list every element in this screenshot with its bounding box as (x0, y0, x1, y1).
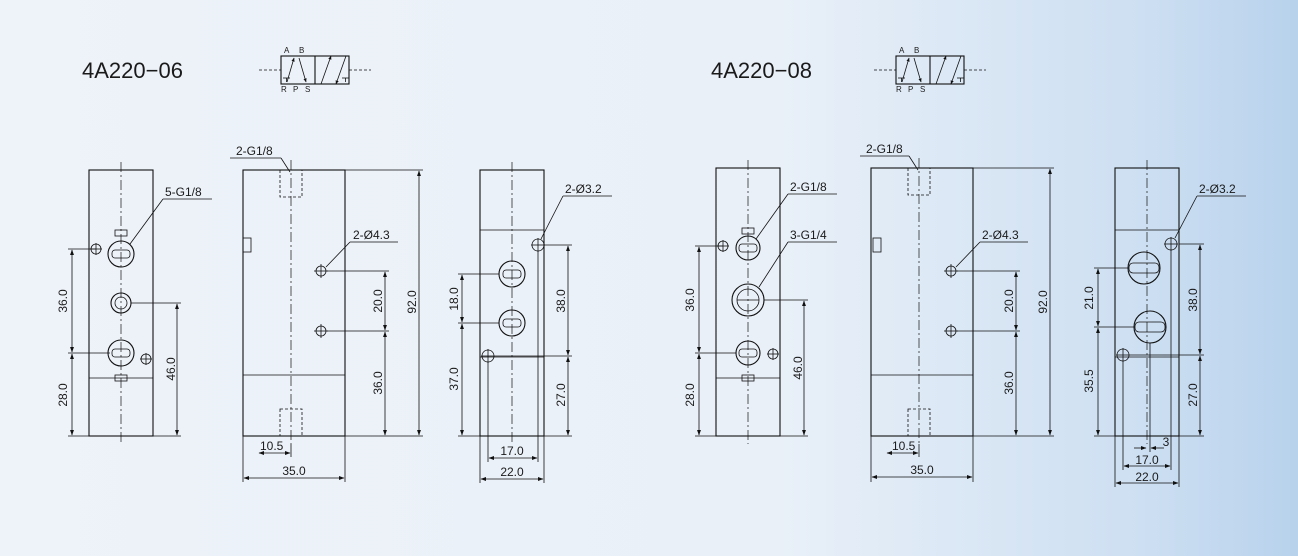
end-view: 2-Ø3.2 18.0 37.0 38.0 27.0 17.0 (447, 162, 612, 483)
valve-symbol: A B R P S (259, 46, 371, 94)
port-r-label: R (896, 85, 902, 94)
dim-27: 27.0 (554, 383, 568, 407)
port-a-label: A (284, 46, 290, 55)
ports-callout: 5-G1/8 (165, 185, 202, 199)
dim-37: 37.0 (447, 367, 461, 391)
dim-92: 92.0 (405, 290, 419, 314)
dim-10-5: 10.5 (892, 439, 916, 453)
dim-20: 20.0 (1002, 289, 1016, 313)
dim-18: 18.0 (447, 287, 461, 311)
hole-callout: 2-Ø3.2 (565, 182, 602, 196)
dim-3: 3 (1163, 435, 1170, 449)
port-s-label: S (305, 85, 310, 94)
hole-callout: 2-Ø4.3 (353, 228, 390, 242)
thread-callout: 2-G1/8 (866, 142, 903, 156)
dim-27: 27.0 (1186, 383, 1200, 407)
front-view: 2-G1/8 3-G1/4 36.0 28.0 46.0 (683, 160, 837, 444)
model-4a220-06: 4A220−06 A B R P S (56, 46, 612, 483)
port-a-label: A (899, 46, 905, 55)
dim-22: 22.0 (500, 465, 524, 479)
dim-17: 17.0 (500, 444, 524, 458)
dim-36: 36.0 (56, 289, 70, 313)
side-view: 2-G1/8 2-Ø4.3 20.0 36.0 92.0 10.5 35.0 (230, 144, 423, 482)
dim-20: 20.0 (371, 289, 385, 313)
dim-36: 36.0 (1002, 371, 1016, 395)
dim-92: 92.0 (1036, 290, 1050, 314)
side-view: 2-G1/8 2-Ø4.3 20.0 36.0 92.0 10.5 35.0 (860, 142, 1054, 482)
dim-28: 28.0 (56, 383, 70, 407)
end-view: 2-Ø3.2 21.0 35.5 38.0 27.0 3 (1082, 160, 1246, 487)
port-p-label: P (293, 85, 298, 94)
hole-callout: 2-Ø4.3 (982, 228, 1019, 242)
dim-36: 36.0 (683, 288, 697, 312)
thread-callout: 2-G1/8 (236, 144, 273, 158)
front-view: 5-G1/8 36.0 28.0 46.0 (56, 162, 212, 444)
dim-38: 38.0 (554, 289, 568, 313)
hole-callout: 2-Ø3.2 (1199, 182, 1236, 196)
valve-symbol: A B R P S (874, 46, 986, 94)
dim-22: 22.0 (1135, 470, 1159, 484)
model-4a220-08: 4A220−08 A B R P S (683, 46, 1246, 487)
ports-callout-b: 3-G1/4 (790, 228, 827, 242)
port-s-label: S (920, 85, 925, 94)
dim-17: 17.0 (1135, 453, 1159, 467)
ports-callout-a: 2-G1/8 (790, 180, 827, 194)
dim-35: 35.0 (910, 463, 934, 477)
model-title: 4A220−08 (711, 58, 812, 83)
port-b-label: B (914, 46, 919, 55)
dim-28: 28.0 (683, 383, 697, 407)
port-r-label: R (281, 85, 287, 94)
dim-35: 35.0 (282, 464, 306, 478)
model-title: 4A220−06 (82, 58, 183, 83)
port-b-label: B (299, 46, 304, 55)
dim-46: 46.0 (164, 357, 178, 381)
dim-21: 21.0 (1082, 286, 1096, 310)
dim-46: 46.0 (791, 356, 805, 380)
port-p-label: P (908, 85, 913, 94)
dim-35-5: 35.5 (1082, 369, 1096, 393)
dim-10-5: 10.5 (260, 439, 284, 453)
dim-38: 38.0 (1186, 288, 1200, 312)
dim-36: 36.0 (371, 371, 385, 395)
